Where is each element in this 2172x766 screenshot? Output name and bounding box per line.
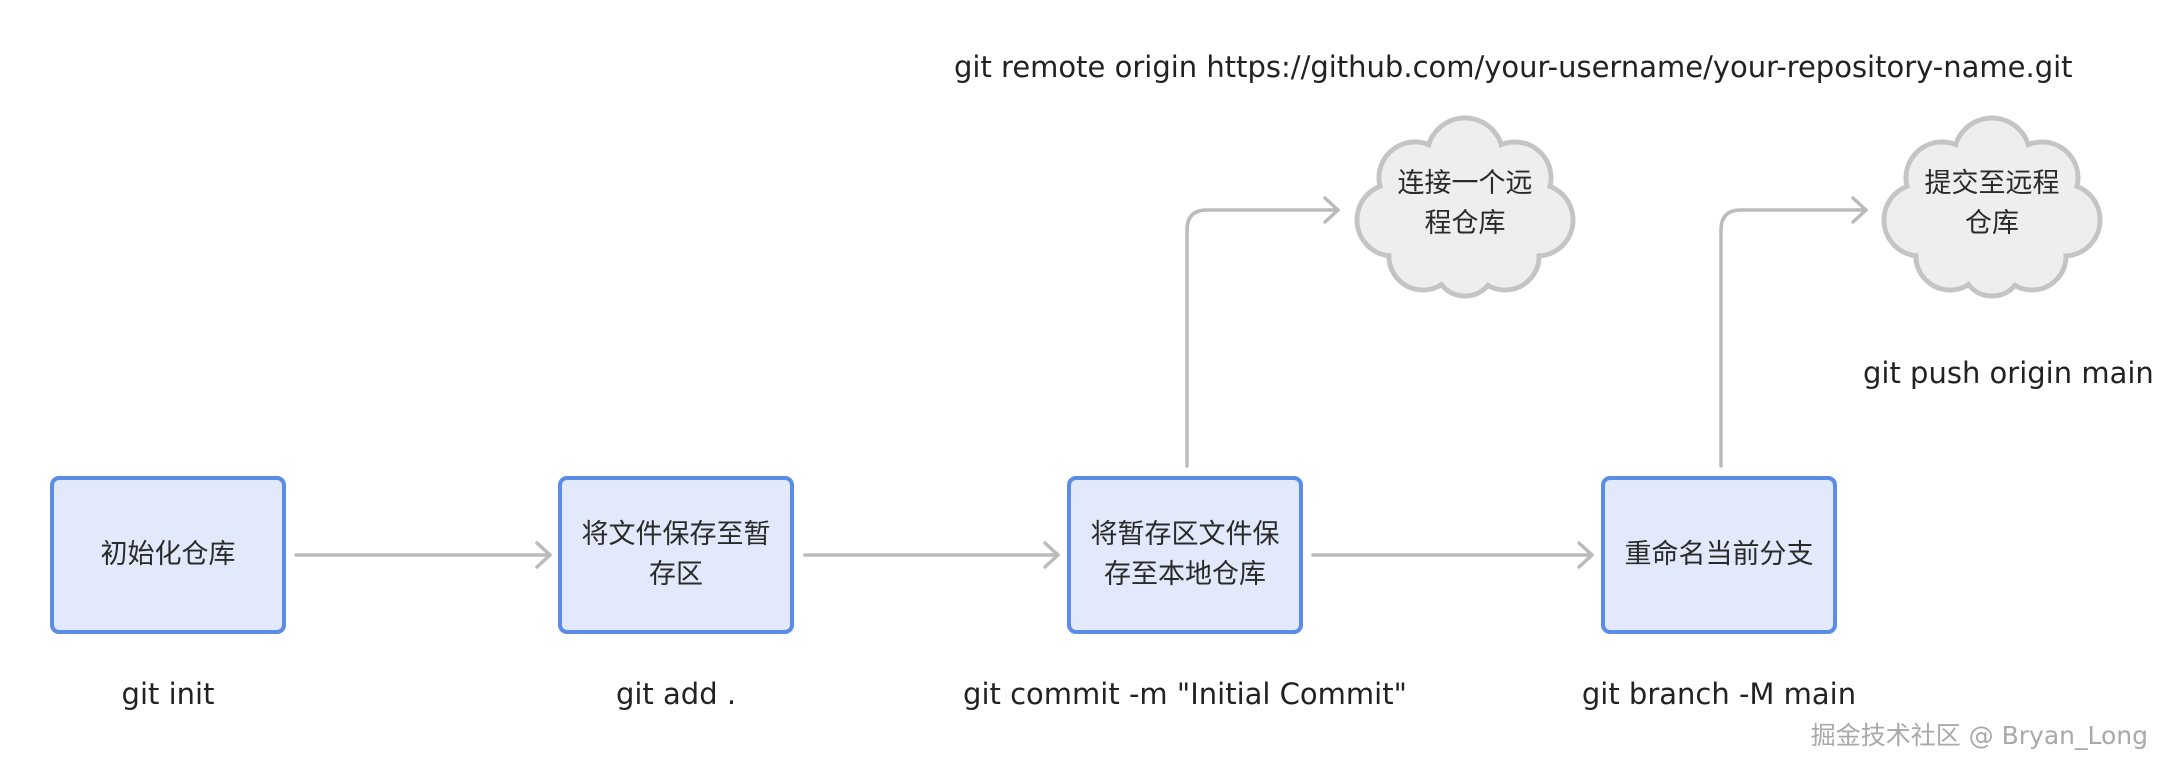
arrowhead-remote [1323,196,1340,224]
arrowhead-branch [1577,541,1594,569]
command-remote: git remote origin https://github.com/you… [954,50,2073,84]
command-push: git push origin main [1863,356,2154,390]
command-init: git init [121,677,215,711]
step-box-add: 将文件保存至暂存区 [558,476,794,634]
arrow-commit-to-remote [1185,208,1340,468]
cloud-icon [1881,115,2103,299]
step-box-branch: 重命名当前分支 [1601,476,1837,634]
step-label: 将暂存区文件保存至本地仓库 [1090,519,1280,590]
arrowhead-add [535,541,552,569]
step-label: 初始化仓库 [100,539,236,570]
watermark: 掘金技术社区 @ Bryan_Long [1810,721,2148,750]
arrowhead-commit [1043,541,1060,569]
cloud-label: 连接一个远程仓库 [1397,168,1533,239]
step-box-commit: 将暂存区文件保存至本地仓库 [1067,476,1303,634]
command-add: git add . [615,677,737,711]
cloud-remote: 连接一个远程仓库 [1345,108,1585,308]
cloud-push: 提交至远程仓库 [1872,108,2112,308]
cloud-icon [1354,115,1576,299]
arrowhead-push [1851,196,1868,224]
step-label: 重命名当前分支 [1624,539,1814,570]
arrow-branch-to-push [1719,208,1868,468]
cloud-label: 提交至远程仓库 [1924,168,2060,239]
command-commit: git commit -m "Initial Commit" [963,677,1407,711]
step-label: 将文件保存至暂存区 [581,519,771,590]
step-box-init: 初始化仓库 [50,476,286,634]
command-branch: git branch -M main [1581,677,1857,711]
